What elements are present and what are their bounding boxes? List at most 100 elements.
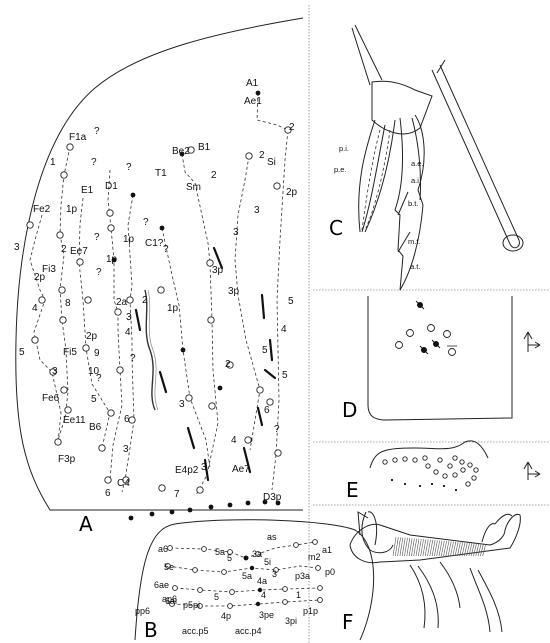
chaeta-label: Sm [186,182,201,193]
chaeta-label: Be2 [172,146,190,157]
chaeta-label: 4 [281,324,287,335]
chaeta-label: 5 [288,296,294,307]
chaeta-label: Fe2 [33,204,51,215]
chaeta-label: 2p [34,272,46,283]
labium-label: ap6 [162,594,177,604]
chaeta-label: 7 [174,489,180,500]
labium-label: pp6 [135,606,150,616]
labium-label: 3pe [259,610,274,620]
chaeta-label: ? [94,232,100,243]
claw-label: a.e. [411,159,424,168]
labium-label: 5e [164,562,174,572]
chaeta-label: B6 [89,422,102,433]
chaeta-label: 2 [211,170,217,181]
labium-label: acc.p4 [235,626,262,636]
labium-label: as [267,532,277,542]
chaeta-label: 4 [125,327,131,338]
labium-chaetae [165,539,323,609]
chaeta-label: 5 [19,347,25,358]
labium-label: p1p [303,606,318,616]
chaeta-label: 3 [126,312,132,323]
chaeta-label: Fi3 [42,264,56,275]
labium-label: 5 [227,553,232,563]
chaeta-label: 3 [123,444,129,455]
chaeta-label: 8 [65,298,71,309]
chaeta-label: 2p [286,187,298,198]
chaeta-label: 3 [14,242,20,253]
chaeta-label: 2a [116,297,128,308]
panel-letter-e: E [346,478,359,502]
chaeta-label: ? [274,424,280,435]
chaeta-label: F3p [58,454,76,465]
long-wavy-bristle [144,289,156,411]
chaeta-label: Ae1 [244,96,262,107]
labium-label: 4a [257,576,267,586]
chaeta-label: B1 [198,142,211,153]
chaeta-label: 3 [254,205,260,216]
labium-label: 3pi [285,616,297,626]
chaeta-label: 2 [289,122,295,133]
claw-label: b.t. [408,199,418,208]
labium-label: 1 [296,590,301,600]
chaeta-label: 6 [264,405,270,416]
labium-label: 3a [252,549,262,559]
chaeta-label: 2 [142,295,148,306]
chaeta-label: ? [94,126,100,137]
chaetae-dots [111,90,281,561]
labium-label: 4p [221,611,231,621]
labium-label: 5i [264,557,271,567]
chaeta-label: 6 [124,414,130,425]
chaeta-label: E4p2 [175,465,199,476]
labium-label: 6ai [165,596,177,606]
macrochaetae [134,246,277,482]
chaeta-label: 5 [282,370,288,381]
chaeta-label: 3p [212,265,224,276]
chaeta-label: Ae7 [232,464,250,475]
chaeta-label: Ee11 [63,415,86,426]
chaeta-label: 2 [259,150,265,161]
claw-label: m.t. [408,237,421,246]
chaeta-label: 1p [167,303,179,314]
chaeta-label: Fi5 [63,347,77,358]
chaeta-label: 3p [228,286,240,297]
chaeta-label: 5 [262,345,268,356]
chaetae-rings [26,126,292,494]
chaeta-label: 9 [94,348,100,359]
chaeta-label: E1 [81,185,94,196]
claw-label: p.e. [334,165,347,174]
panel-letter-c: C [329,216,343,240]
chaeta-label: A1 [246,78,259,89]
chaeta-label: 1p [66,204,78,215]
chaeta-label: 1p [106,254,118,265]
labium-label: p3a [295,571,310,581]
labium-label: acc.p5 [182,626,209,636]
labium-label: 4 [261,590,266,600]
panel-letter-a: A [79,512,93,536]
chaeta-label: ? [91,157,97,168]
panel-e-drawing [369,440,541,480]
chaeta-label: Ee7 [70,246,88,257]
chaeta-label: 10 [88,366,100,377]
labium-outline [134,519,375,641]
chaeta-label: 2 [225,359,231,370]
labium-label: 3 [272,569,277,579]
chaeta-label: 2p [86,331,98,342]
chaeta-label: ? [96,267,102,278]
claw-labels: p.i.p.e.a.e.a.i.b.t.m.t.a.t. [334,144,424,271]
chaeta-label: C4 [117,478,130,489]
chaeta-label: ? [126,162,132,173]
labium-label: a1 [322,545,332,555]
chaeta-label: 4 [32,303,38,314]
chaeta-label: 3 [179,399,185,410]
panel-f-drawing [349,511,521,633]
labium-label: p5pi [183,600,200,610]
panel-letter-d: D [342,398,357,422]
labium-label: 5a [242,571,252,581]
chaeta-label: D3p [263,492,282,503]
chaeta-label: 6 [105,488,111,499]
chaeta-label: 2 [61,244,67,255]
claw-label: a.i. [411,176,421,185]
labium-label: 6ae [154,580,169,590]
